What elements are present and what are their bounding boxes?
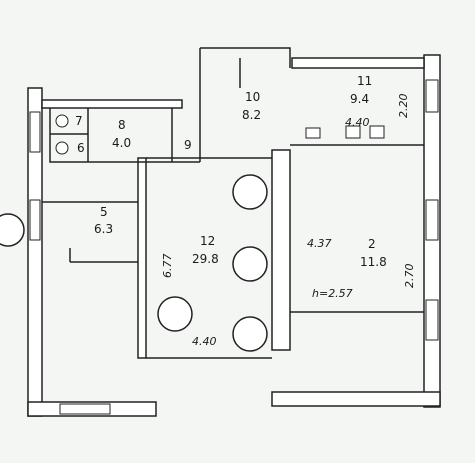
- dim-room-2-width: 4.37: [307, 237, 332, 250]
- room-2-number: 2: [368, 237, 376, 251]
- room-9-number: 9: [184, 138, 192, 152]
- room-6-number: 6: [77, 141, 85, 155]
- room-10-number: 10: [245, 90, 261, 104]
- room-5-number: 5: [100, 205, 108, 219]
- wall-wet-block: [49, 108, 200, 163]
- wall-room-12-right: [271, 149, 291, 351]
- room-12-number: 12: [200, 234, 216, 248]
- ceiling-height: h=2.57: [312, 287, 353, 300]
- windows: [29, 79, 439, 415]
- dim-room-12-width: 4.40: [192, 335, 217, 348]
- top-wall-room-11: [291, 57, 425, 69]
- room-10-area: 8.2: [242, 108, 262, 122]
- room-5-area: 6.3: [94, 222, 114, 236]
- dim-room-12-depth: 6.77: [161, 253, 174, 279]
- room-11-area: 9.4: [350, 92, 370, 106]
- door-swing-3: [157, 296, 193, 332]
- room-12-area: 29.8: [192, 252, 219, 266]
- dim-room-11-width: 4.40: [345, 116, 370, 129]
- top-wall-left: [41, 99, 183, 109]
- dim-room-11-depth: 2.20: [397, 93, 410, 119]
- dim-room-2-depth: 2.70: [403, 263, 416, 289]
- doors: [157, 174, 268, 352]
- window-left-upper: [29, 111, 41, 153]
- counter-fixture: [369, 125, 385, 139]
- window-room-2: [425, 199, 439, 241]
- room-8-area: 4.0: [112, 136, 132, 150]
- fixtures: [55, 114, 385, 155]
- stair-circle: [0, 213, 25, 247]
- room-11-number: 11: [357, 74, 373, 88]
- room-7-number: 7: [75, 114, 83, 128]
- stove-fixture: [305, 127, 321, 139]
- wall-room-10-top: [200, 47, 291, 68]
- interior-walls: [42, 47, 424, 359]
- window-room-11: [425, 79, 439, 113]
- door-swing-1: [232, 174, 268, 210]
- door-swing-2: [232, 246, 268, 282]
- sink-kitchen: [345, 125, 361, 139]
- bottom-right-wall: [271, 391, 441, 407]
- room-8-number: 8: [118, 118, 126, 132]
- exterior-walls: [27, 54, 441, 417]
- room-2-area: 11.8: [360, 255, 387, 269]
- window-left: [29, 199, 41, 241]
- window-room-2-lower: [425, 299, 439, 341]
- door-swing-4: [232, 316, 268, 352]
- window-bottom-left: [59, 403, 111, 415]
- sink-fixture: [55, 141, 69, 155]
- toilet-fixture: [55, 114, 69, 128]
- wall-room-12-left: [137, 157, 147, 359]
